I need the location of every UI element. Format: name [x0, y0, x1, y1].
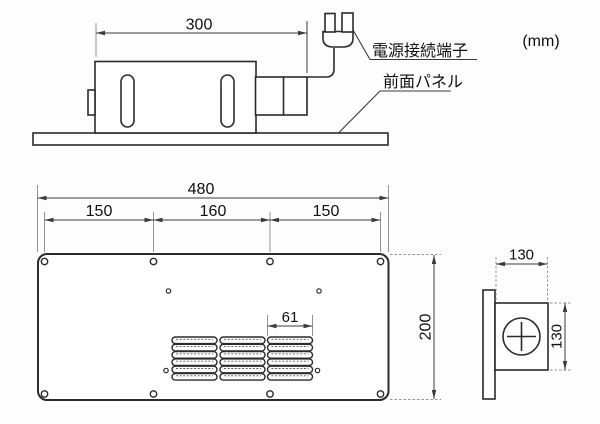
body-slot-left	[120, 74, 135, 128]
dimension-150-160-150: 150 160 150	[44, 203, 381, 252]
body-slot-right	[220, 74, 235, 128]
dimension-text-150-right: 150	[313, 203, 340, 220]
arrowhead	[267, 323, 277, 329]
arrowhead	[270, 217, 279, 223]
arrowhead	[431, 390, 437, 399]
arrowhead	[538, 261, 548, 267]
small-hole	[316, 288, 322, 294]
vent-slat	[219, 365, 266, 374]
left-protrusion	[87, 89, 96, 116]
dimension-text-130-height: 130	[549, 324, 566, 349]
dimension-text-130-width: 130	[509, 247, 534, 264]
label-power-terminal: 電源接続端子	[352, 29, 477, 61]
front-panel-view: 480 150 160 150 61	[37, 181, 441, 401]
arrowhead	[144, 217, 154, 223]
arrowhead	[496, 261, 505, 267]
mounting-hole	[40, 390, 49, 398]
label-text-power-terminal: 電源接続端子	[372, 42, 468, 60]
small-hole	[163, 367, 169, 374]
front-panel-edge	[32, 132, 389, 146]
mounting-hole	[266, 390, 274, 398]
arrowhead	[303, 323, 313, 329]
vent-slat	[219, 350, 266, 359]
plug-body	[322, 30, 354, 48]
vent-slat	[266, 350, 314, 359]
mounting-hole	[376, 390, 385, 398]
vent-slat	[219, 336, 266, 345]
label-front-panel: 前面パネル	[338, 73, 463, 133]
vent-slat	[219, 358, 266, 367]
leader-line	[352, 29, 477, 61]
arrowhead	[379, 195, 389, 201]
arrowhead	[37, 195, 47, 201]
arrowhead	[96, 30, 105, 36]
side-view: 130 130	[482, 247, 571, 400]
vent-slat	[266, 336, 314, 345]
vent-louvers	[171, 336, 314, 381]
mounting-hole	[149, 257, 158, 266]
small-hole	[165, 288, 172, 294]
unit-body	[94, 60, 257, 134]
mounting-hole	[40, 257, 49, 266]
arrowhead	[431, 255, 437, 264]
vent-slat	[219, 343, 266, 352]
arrowhead	[153, 217, 163, 223]
mounting-hole	[376, 257, 385, 266]
vent-slat	[171, 372, 218, 381]
vent-slat	[171, 350, 218, 359]
vent-slat	[171, 343, 218, 352]
vent-slat	[266, 358, 314, 367]
leader-line	[338, 90, 451, 133]
dimension-text-61: 61	[282, 309, 299, 326]
power-cord	[307, 48, 335, 78]
terminal-prong-left	[324, 12, 336, 33]
arrowhead	[562, 303, 568, 312]
dimension-130-height: 130	[549, 302, 571, 371]
vent-slat	[171, 365, 218, 374]
small-hole	[314, 367, 321, 374]
connector-block	[254, 76, 308, 116]
panel-edge-profile	[482, 289, 496, 400]
vent-slat	[219, 372, 266, 381]
mounting-hole	[266, 257, 274, 266]
dimension-text-480: 480	[188, 181, 215, 198]
top-view: 300 電源接続端子 前面パネル	[32, 12, 477, 146]
unit-note: (mm)	[522, 33, 559, 50]
dimension-text-300: 300	[186, 17, 213, 34]
dimension-300: 300	[95, 17, 308, 73]
arrowhead	[261, 217, 270, 223]
arrowhead	[44, 217, 54, 223]
fan-circle	[502, 317, 541, 356]
vent-slat	[266, 365, 314, 374]
arrowhead	[298, 30, 307, 36]
vent-slat	[266, 343, 314, 352]
vent-slat	[171, 358, 218, 367]
label-text-front-panel: 前面パネル	[383, 73, 463, 91]
vent-slat	[171, 336, 218, 345]
arrowhead	[371, 217, 381, 223]
mounting-hole	[149, 390, 158, 398]
dimension-text-200: 200	[418, 314, 435, 341]
vent-slat	[266, 372, 314, 381]
dimension-text-160: 160	[200, 203, 227, 220]
dimension-480: 480	[37, 181, 389, 252]
dimension-61: 61	[267, 309, 313, 336]
terminal-prong-right	[341, 12, 354, 33]
dimension-130-width: 130	[495, 247, 548, 301]
arrowhead	[562, 361, 568, 370]
dimension-200: 200	[390, 254, 441, 400]
dimension-text-150-left: 150	[86, 203, 113, 220]
